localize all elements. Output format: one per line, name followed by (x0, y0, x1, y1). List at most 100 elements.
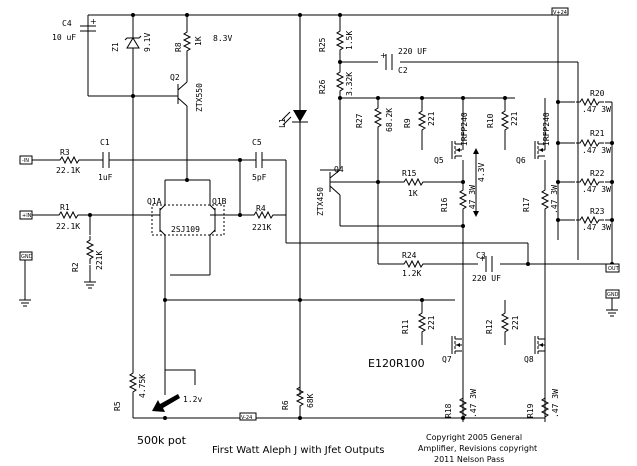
r16-ref: R16 (440, 197, 449, 212)
c1-ref: C1 (100, 138, 110, 147)
r11-ref: R11 (401, 319, 410, 334)
c3-ref: C3 (476, 251, 486, 260)
q1-jfet-pair (148, 204, 225, 236)
copyright-line-2: Amplifier, Revisions copyright (418, 444, 537, 453)
r9-ref: R9 (403, 118, 412, 128)
gnd-in-label: GND (21, 254, 33, 260)
r23-value: .47 3W (582, 223, 611, 232)
q2-transistor (177, 81, 188, 107)
q1-value: 2SJ109 (171, 225, 200, 234)
r26-value: 3.32K (345, 72, 354, 96)
r5-resistor (129, 368, 137, 398)
in-pos-label: +IN (22, 213, 32, 219)
c4-ref: C4 (62, 19, 72, 28)
q2-ref: Q2 (170, 73, 180, 82)
r1-ref: R1 (60, 203, 70, 212)
l1-led (281, 110, 308, 126)
l1-ref: L1 (278, 118, 287, 128)
r2-ref: R2 (71, 262, 80, 272)
model-label: E120R100 (368, 357, 425, 370)
vpos-label: V+24 (553, 10, 567, 16)
in-neg-port (19, 155, 33, 165)
r10-ref: R10 (486, 113, 495, 128)
q4-ref: Q4 (334, 165, 344, 174)
svg-text:+: + (90, 17, 97, 26)
r17-value: .47 3W (550, 185, 559, 214)
pot-arrow-icon (152, 394, 180, 412)
r25-ref: R25 (318, 37, 327, 52)
r19-value: .47 3W (551, 389, 560, 418)
r3-ref: R3 (60, 148, 70, 157)
r12-value: 221 (511, 315, 520, 330)
r8-resistor (183, 27, 191, 57)
r18-value: .47 3W (469, 389, 478, 418)
r4-ref: R4 (256, 204, 266, 213)
gnd-out-port (605, 289, 620, 299)
c2-value: 220 UF (398, 47, 427, 56)
r18-ref: R18 (444, 403, 453, 418)
vpos-port (551, 7, 569, 16)
q7-mosfet (451, 335, 463, 355)
r9-value: 221 (427, 111, 436, 126)
vneg-port (239, 412, 257, 421)
q8-mosfet (534, 335, 546, 355)
wiring (24, 14, 613, 419)
out-label: OUT (608, 266, 620, 272)
q5-ref: Q5 (434, 156, 444, 165)
copyright-line-1: Copyright 2005 General (426, 433, 522, 442)
r8-ref: R8 (174, 42, 183, 52)
r10-resistor (501, 106, 509, 136)
q8-ref: Q8 (524, 355, 534, 364)
q5-value: IRFP240 (460, 112, 469, 146)
labels: V+24 V-24 -IN +IN GND OUT GND C4 10 uF Z… (21, 10, 620, 464)
gnd-in-port (19, 251, 33, 261)
c3-value: 220 UF (472, 274, 501, 283)
r11-resistor (418, 308, 426, 338)
r5-ref: R5 (113, 401, 122, 411)
r6-resistor (296, 382, 304, 412)
r11-value: 221 (427, 315, 436, 330)
r20-ref: R20 (590, 89, 605, 98)
r16-resistor (459, 185, 467, 215)
voltage-12-label: 1.2v (183, 395, 202, 404)
q2-value: ZTX550 (195, 83, 204, 112)
r3-resistor (55, 156, 85, 164)
r4-value: 221K (252, 223, 271, 232)
c5-value: 5pF (252, 173, 267, 182)
r27-value: 68.2K (385, 108, 394, 132)
r5-value: 4.75K (138, 374, 147, 398)
q7-ref: Q7 (442, 355, 452, 364)
q6-value: IRFP240 (542, 112, 551, 146)
ground-symbol-out (605, 309, 619, 317)
c5-capacitor (255, 152, 263, 168)
c2-ref: C2 (398, 66, 408, 75)
copyright-line-3: 2011 Nelson Pass (434, 455, 504, 464)
c4-capacitor: + (80, 17, 97, 32)
r6-value: 68K (306, 393, 315, 408)
ground-symbol-in (18, 299, 32, 307)
gnd-out-label: GND (607, 292, 619, 298)
r15-ref: R15 (402, 169, 417, 178)
r24-ref: R24 (402, 251, 417, 260)
r27-resistor (374, 103, 382, 133)
q6-ref: Q6 (516, 156, 526, 165)
q1a-ref: Q1A (147, 197, 162, 206)
q1b-ref: Q1B (212, 197, 227, 206)
in-pos-port (19, 210, 33, 220)
r2-resistor (86, 235, 94, 265)
r25-value: 1.5K (345, 31, 354, 50)
r25-resistor (336, 26, 344, 56)
c4-value: 10 uF (52, 33, 76, 42)
r9-resistor (418, 106, 426, 136)
r10-value: 221 (510, 111, 519, 126)
r3-value: 22.1K (56, 166, 80, 175)
z1-value: 9.1V (143, 33, 152, 52)
pot-note: 500k pot (137, 434, 187, 447)
r17-resistor (541, 185, 549, 215)
r17-ref: R17 (522, 197, 531, 212)
r24-value: 1.2K (402, 269, 421, 278)
r16-value: .47 3W (468, 185, 477, 214)
z1-ref: Z1 (111, 42, 120, 52)
r8-value: 1K (194, 36, 203, 46)
